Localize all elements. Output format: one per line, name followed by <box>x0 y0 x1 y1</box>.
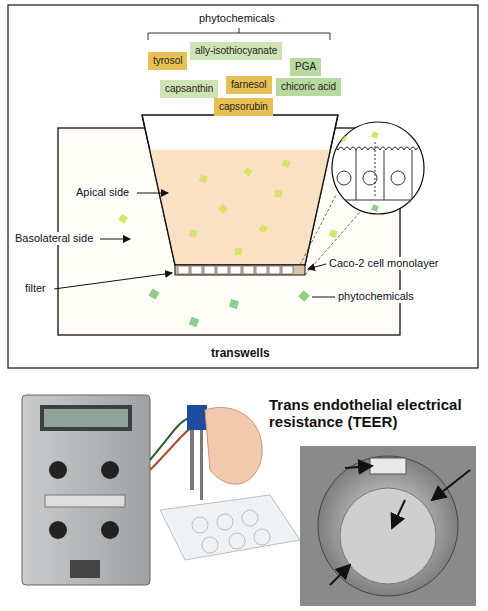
chip-text: chicoric acid <box>281 81 336 93</box>
chip-text: tyrosol <box>153 55 182 67</box>
phytochemical-chip: capsorubin <box>214 98 273 116</box>
part-label: phytochemicals <box>337 290 415 303</box>
group-label: phytochemicals <box>198 12 276 25</box>
phytochemical-chip: ally-isothiocyanate <box>190 42 282 60</box>
caption: transwells <box>211 346 270 360</box>
chip-text: ally-isothiocyanate <box>195 45 277 57</box>
chip-text: capsorubin <box>219 101 268 113</box>
part-label: filter <box>24 282 47 295</box>
photo-title: Trans endothelial electrical resistance … <box>268 396 475 430</box>
part-label: Basolateral side <box>14 232 94 245</box>
chip-text: capsanthin <box>165 83 213 95</box>
phytochemical-chip: farnesol <box>226 76 272 94</box>
chip-text: PGA <box>295 61 316 73</box>
phytochemical-chip: chicoric acid <box>276 78 341 96</box>
chip-text: farnesol <box>231 79 267 91</box>
phytochemical-chip: capsanthin <box>160 80 218 98</box>
phytochemical-chip: PGA <box>290 58 321 76</box>
phytochemical-chip: tyrosol <box>148 52 187 70</box>
part-label: Apical side <box>75 186 130 199</box>
part-label: Caco-2 cell monolayer <box>328 257 439 270</box>
